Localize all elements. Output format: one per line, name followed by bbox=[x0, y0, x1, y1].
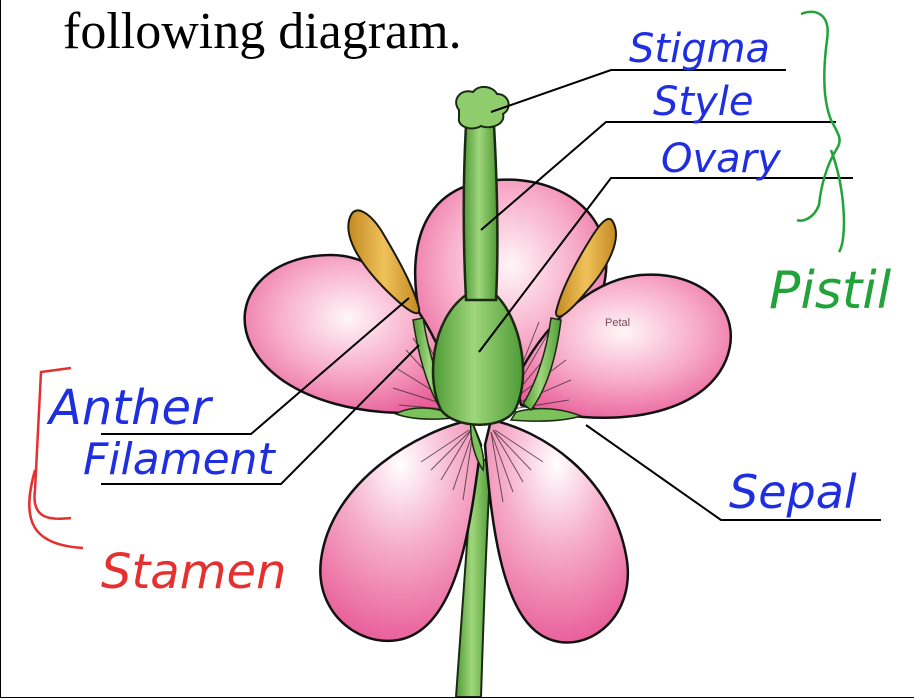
filament-label: Filament bbox=[83, 434, 277, 485]
stigma-label: Stigma bbox=[629, 26, 770, 72]
pistil-label: Pistil bbox=[769, 261, 892, 321]
ovary-label: Ovary bbox=[661, 136, 782, 182]
pistil-bracket bbox=[797, 12, 844, 252]
style-label: Style bbox=[653, 79, 753, 125]
sepal-label: Sepal bbox=[729, 465, 857, 519]
anther-label: Anther bbox=[46, 380, 214, 436]
petal-label: Petal bbox=[605, 317, 630, 329]
stamen-label: Stamen bbox=[101, 544, 286, 600]
ovary bbox=[433, 295, 523, 425]
style bbox=[464, 125, 498, 300]
